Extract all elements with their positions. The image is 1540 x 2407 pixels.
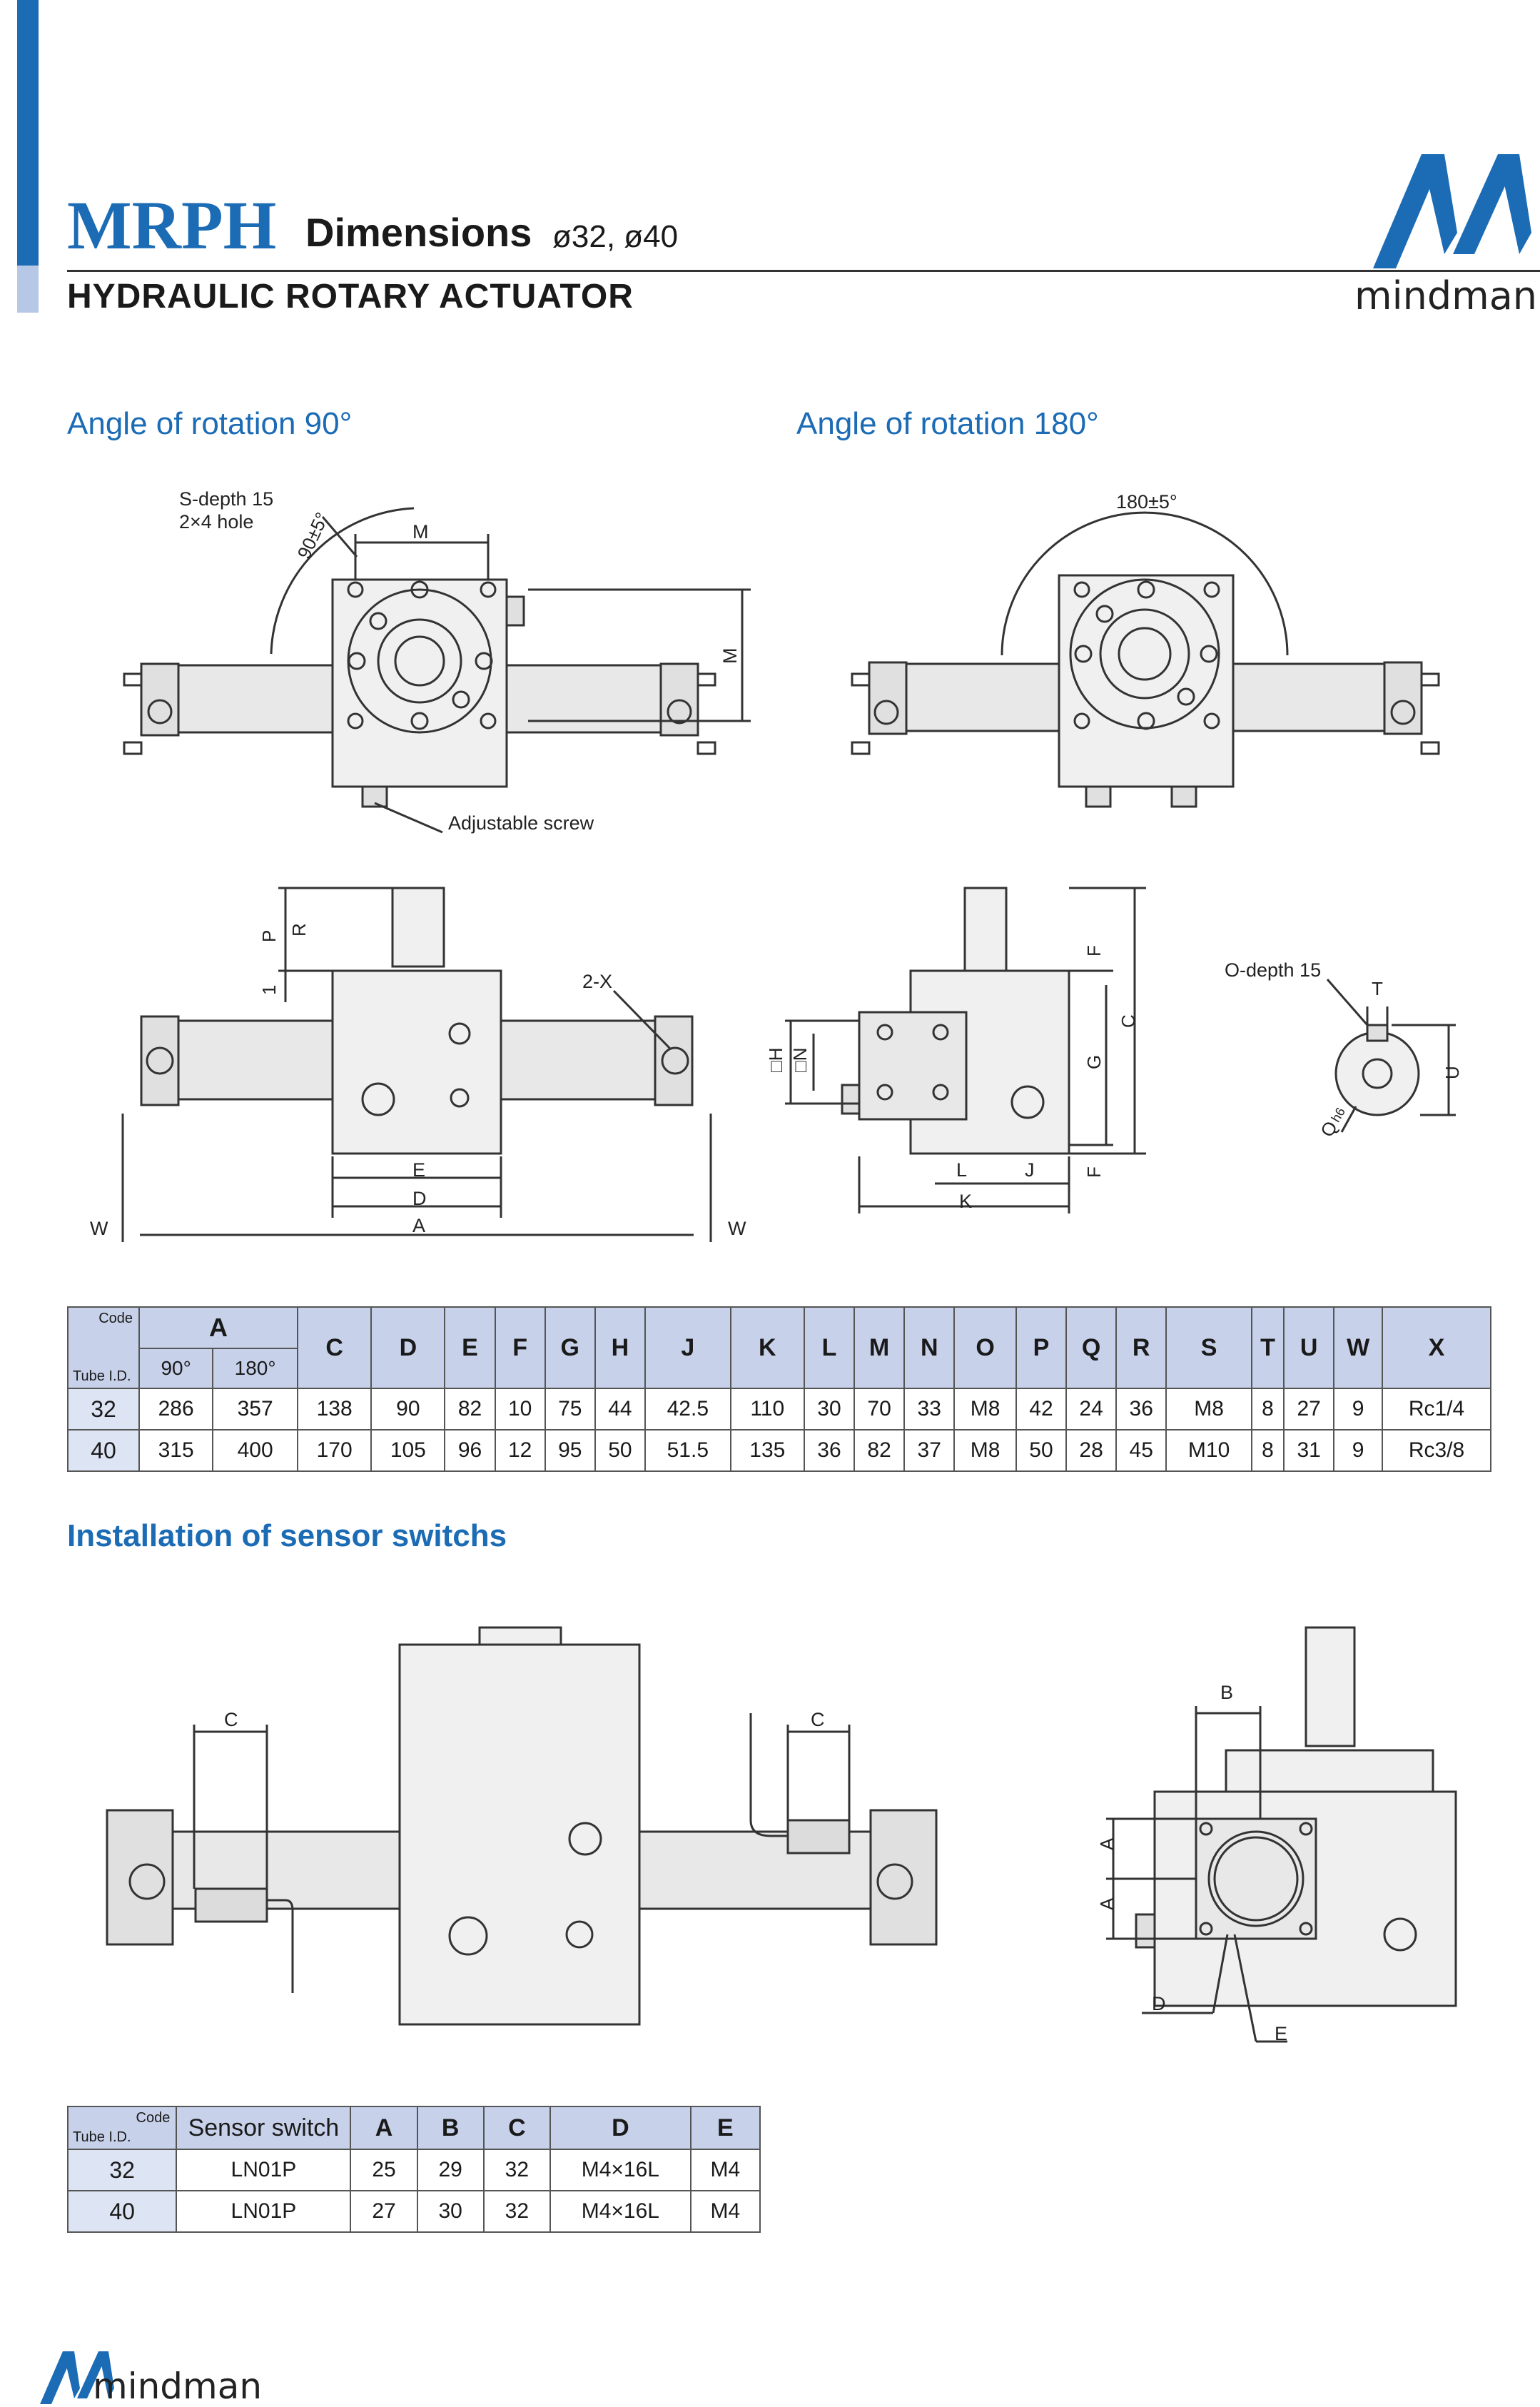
col-header-a: A — [138, 1306, 299, 1349]
footer-brand-logo-icon — [40, 2351, 114, 2404]
brand-name: mindman — [1354, 273, 1538, 318]
col-header: O — [953, 1306, 1017, 1389]
sensor-label-a-top: A — [1096, 1837, 1118, 1850]
page-subtitle: HYDRAULIC ROTARY ACTUATOR — [67, 278, 634, 316]
col-header: D — [370, 1306, 446, 1389]
col-header: N — [903, 1306, 956, 1389]
label-w-right: W — [728, 1218, 746, 1239]
sensor-label-d: D — [1152, 1993, 1166, 2014]
label-angle-180: 180±5° — [1116, 491, 1177, 513]
front-view-90 — [123, 507, 751, 834]
col-header: K — [729, 1306, 805, 1389]
heading-sensor-installation: Installation of sensor switchs — [67, 1518, 507, 1553]
col-header: G — [544, 1306, 596, 1389]
table-row: 32 286 357 138 90 82 10 75 44 42.5 110 3… — [67, 1388, 1491, 1430]
col-header: Q — [1065, 1306, 1118, 1389]
label-angle-90: 90±5° — [293, 509, 333, 562]
sensor-drawings: C C B A A D E — [106, 1626, 1457, 2044]
col-header: W — [1333, 1306, 1383, 1389]
table-row: 40 LN01P 27 30 32 M4×16L M4 — [66, 2190, 761, 2233]
label-l: L — [956, 1159, 967, 1181]
sensor-code-header-cell: Code Tube I.D. — [66, 2106, 178, 2150]
label-p: P — [258, 930, 280, 942]
col-header: S — [1165, 1306, 1252, 1389]
sensor-label-c-right: C — [811, 1709, 825, 1730]
col-header: A — [350, 2106, 418, 2150]
col-header: E — [689, 2106, 761, 2150]
footer-brand-name: mindman — [93, 2366, 263, 2407]
col-header: U — [1283, 1306, 1335, 1389]
size-range: ø32, ø40 — [552, 219, 679, 254]
label-j: J — [1025, 1159, 1035, 1181]
front-view-180 — [851, 511, 1440, 808]
col-header: B — [416, 2106, 485, 2150]
code-header-cell: Code Tube I.D. — [67, 1306, 140, 1389]
col-subheader-a180: 180° — [212, 1348, 299, 1389]
col-header: R — [1115, 1306, 1167, 1389]
sidebar-accent — [17, 0, 39, 266]
label-n: □N — [789, 1048, 811, 1072]
label-o-depth: O-depth 15 — [1225, 959, 1321, 981]
side-view — [785, 887, 1146, 1213]
label-w-left: W — [90, 1218, 108, 1239]
col-header: H — [594, 1306, 646, 1389]
sensor-label-b: B — [1220, 1682, 1233, 1703]
heading-rotation-180: Angle of rotation 180° — [796, 406, 1099, 441]
label-a: A — [412, 1215, 425, 1236]
page-title: Dimensions — [305, 210, 532, 255]
heading-rotation-90: Angle of rotation 90° — [67, 406, 353, 441]
label-e: E — [412, 1159, 425, 1181]
label-c: C — [1118, 1014, 1139, 1028]
label-m-top: M — [412, 521, 429, 543]
col-header: L — [803, 1306, 856, 1389]
label-d: D — [412, 1188, 427, 1209]
label-one: 1 — [258, 985, 280, 995]
col-header: J — [644, 1306, 731, 1389]
sensor-label-e: E — [1275, 2023, 1287, 2044]
col-subheader-a90: 90° — [138, 1348, 214, 1389]
col-header: E — [444, 1306, 496, 1389]
table-row: 32 LN01P 25 29 32 M4×16L M4 — [66, 2149, 761, 2191]
col-header: M — [853, 1306, 906, 1389]
brand-logo-icon — [1373, 154, 1531, 268]
dimension-table: Code Tube I.D. A C D E F G H J K L M N O… — [67, 1306, 1491, 1472]
sensor-table: Code Tube I.D. Sensor switch A B C D E 3… — [66, 2106, 761, 2233]
top-view — [121, 887, 712, 1242]
col-header: C — [297, 1306, 373, 1389]
header-rule — [67, 270, 1540, 272]
label-two-x: 2-X — [582, 971, 612, 992]
label-f-bottom: F — [1083, 1166, 1105, 1178]
sensor-side-view — [1106, 1626, 1457, 2043]
col-header: Sensor switch — [176, 2106, 352, 2150]
label-u: U — [1442, 1066, 1463, 1079]
col-header: F — [494, 1306, 546, 1389]
product-code: MRPH — [67, 187, 277, 263]
col-header: C — [482, 2106, 551, 2150]
sidebar-accent-light — [17, 266, 39, 313]
label-m-side: M — [719, 648, 741, 665]
col-header: D — [549, 2106, 692, 2150]
dimension-drawings: S-depth 15 2×4 hole 90±5° M M Adjustable… — [90, 488, 1463, 1242]
label-h6: h6 — [1329, 1105, 1348, 1124]
label-g: G — [1083, 1055, 1105, 1069]
sensor-front-view — [106, 1626, 938, 2026]
label-adjustable-screw: Adjustable screw — [448, 812, 594, 834]
label-r: R — [288, 923, 310, 937]
label-t: T — [1372, 978, 1383, 999]
label-k: K — [959, 1191, 972, 1212]
col-header: X — [1382, 1306, 1491, 1389]
col-header: T — [1250, 1306, 1285, 1389]
sensor-label-c-left: C — [224, 1709, 238, 1730]
col-header: P — [1015, 1306, 1068, 1389]
label-s-depth: S-depth 15 — [179, 488, 273, 510]
label-hole: 2×4 hole — [179, 511, 253, 533]
table-row: 40 315 400 170 105 96 12 95 50 51.5 135 … — [67, 1429, 1491, 1472]
sensor-label-a-bottom: A — [1096, 1897, 1118, 1910]
label-f-top: F — [1083, 945, 1105, 957]
label-h: □H — [765, 1048, 786, 1072]
shaft-end-view — [1326, 979, 1456, 1133]
